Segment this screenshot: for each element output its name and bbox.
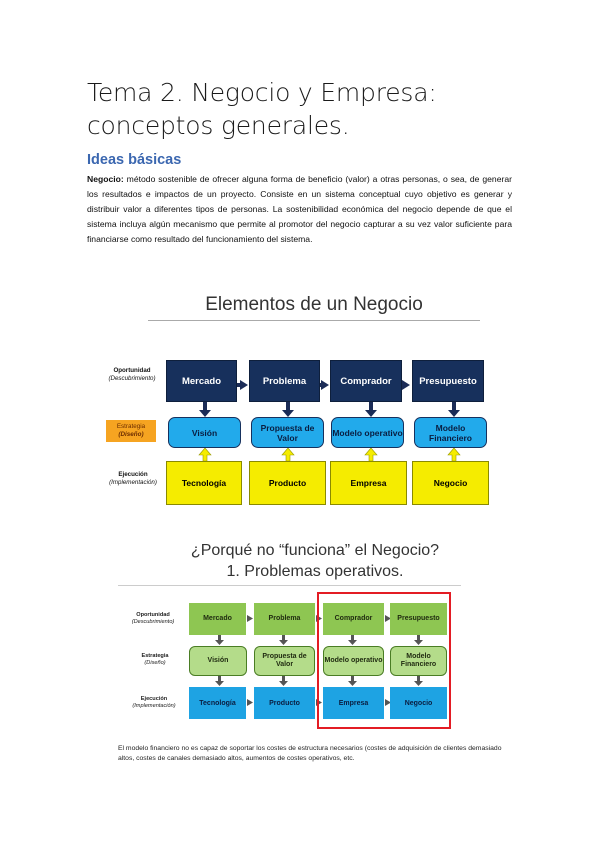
d2-down-arrows bbox=[215, 635, 423, 686]
d2-box-modelo-operativo: Modelo operativo bbox=[323, 646, 384, 676]
d1-label-strategy-sub: (Diseño) bbox=[118, 431, 144, 438]
d1-box-comprador: Comprador bbox=[330, 360, 402, 402]
d1-up-arrows bbox=[198, 447, 461, 462]
diagram2-title: ¿Porqué no “funciona” el Negocio? 1. Pro… bbox=[120, 540, 510, 582]
definition-body: método sostenible de ofrecer alguna form… bbox=[87, 174, 512, 244]
d1-box-tecnologia: Tecnología bbox=[166, 461, 242, 505]
d1-box-presupuesto: Presupuesto bbox=[412, 360, 484, 402]
d1-label-opportunity: Oportunidad (Descubrimiento) bbox=[104, 367, 160, 382]
d1-box-propuesta-de-valor: Propuesta de Valor bbox=[251, 417, 324, 448]
d1-box-problema: Problema bbox=[249, 360, 320, 402]
d1-box-mercado: Mercado bbox=[166, 360, 237, 402]
d2-box-mercado: Mercado bbox=[189, 603, 246, 635]
d2-box-negocio: Negocio bbox=[390, 687, 447, 719]
d1-label-execution-sub: (Implementación) bbox=[109, 478, 157, 486]
definition-paragraph: Negocio: método sostenible de ofrecer al… bbox=[87, 172, 512, 247]
d2-label-execution-sub: (Implementación) bbox=[132, 703, 176, 709]
d2-label-execution-text: Ejecución bbox=[140, 696, 168, 702]
diagram2-title-line2: 1. Problemas operativos. bbox=[226, 563, 404, 580]
d1-label-execution: Ejecución (Implementación) bbox=[104, 471, 162, 486]
d2-box-producto: Producto bbox=[254, 687, 315, 719]
d1-label-strategy-text: Estrategia bbox=[116, 423, 146, 430]
d2-label-opportunity: Oportunidad (Descubrimiento) bbox=[120, 612, 186, 626]
diagram2-caption: El modelo financiero no es capaz de sopo… bbox=[118, 745, 502, 762]
d2-label-opportunity-text: Oportunidad bbox=[136, 612, 170, 618]
d2-box-vision: Visión bbox=[189, 646, 247, 676]
diagram1-rule bbox=[148, 320, 480, 321]
section-heading: Ideas básicas bbox=[87, 152, 182, 168]
d1-box-negocio: Negocio bbox=[412, 461, 489, 505]
diagram2-rule bbox=[118, 585, 461, 586]
d1-label-strategy: Estrategia (Diseño) bbox=[106, 420, 156, 442]
d1-label-opportunity-text: Oportunidad bbox=[113, 367, 151, 374]
definition-term: Negocio: bbox=[87, 174, 124, 184]
d1-label-execution-text: Ejecución bbox=[118, 471, 148, 478]
d1-box-empresa: Empresa bbox=[330, 461, 407, 505]
d2-label-strategy: Estrategia (Diseño) bbox=[130, 653, 180, 667]
d1-box-modelo-financiero: Modelo Financiero bbox=[414, 417, 487, 448]
d1-box-vision: Visión bbox=[168, 417, 241, 448]
d2-box-problema: Problema bbox=[254, 603, 315, 635]
d1-down-arrows bbox=[199, 402, 460, 417]
diagram1-title: Elementos de un Negocio bbox=[205, 294, 423, 315]
page-title: Tema 2. Negocio y Empresa: conceptos gen… bbox=[87, 78, 437, 140]
d2-label-opportunity-sub: (Descubrimiento) bbox=[131, 619, 175, 625]
diagram2-title-line1: ¿Porqué no “funciona” el Negocio? bbox=[190, 542, 440, 559]
d2-label-strategy-sub: (Diseño) bbox=[144, 660, 166, 666]
d2-box-comprador: Comprador bbox=[323, 603, 384, 635]
d2-label-strategy-text: Estrategia bbox=[141, 653, 169, 659]
d2-box-presupuesto: Presupuesto bbox=[390, 603, 447, 635]
d1-label-opportunity-sub: (Descubrimiento) bbox=[108, 374, 156, 382]
d2-label-execution: Ejecución (Implementación) bbox=[120, 696, 188, 710]
d2-box-empresa: Empresa bbox=[323, 687, 384, 719]
d1-box-producto: Producto bbox=[249, 461, 326, 505]
d2-highlight-frame bbox=[317, 592, 451, 729]
d2-box-propuesta-de-valor: Propuesta de Valor bbox=[254, 646, 315, 676]
d2-box-modelo-financiero: Modelo Financiero bbox=[390, 646, 447, 676]
d1-box-modelo-operativo: Modelo operativo bbox=[331, 417, 404, 448]
d2-box-tecnologia: Tecnología bbox=[189, 687, 246, 719]
